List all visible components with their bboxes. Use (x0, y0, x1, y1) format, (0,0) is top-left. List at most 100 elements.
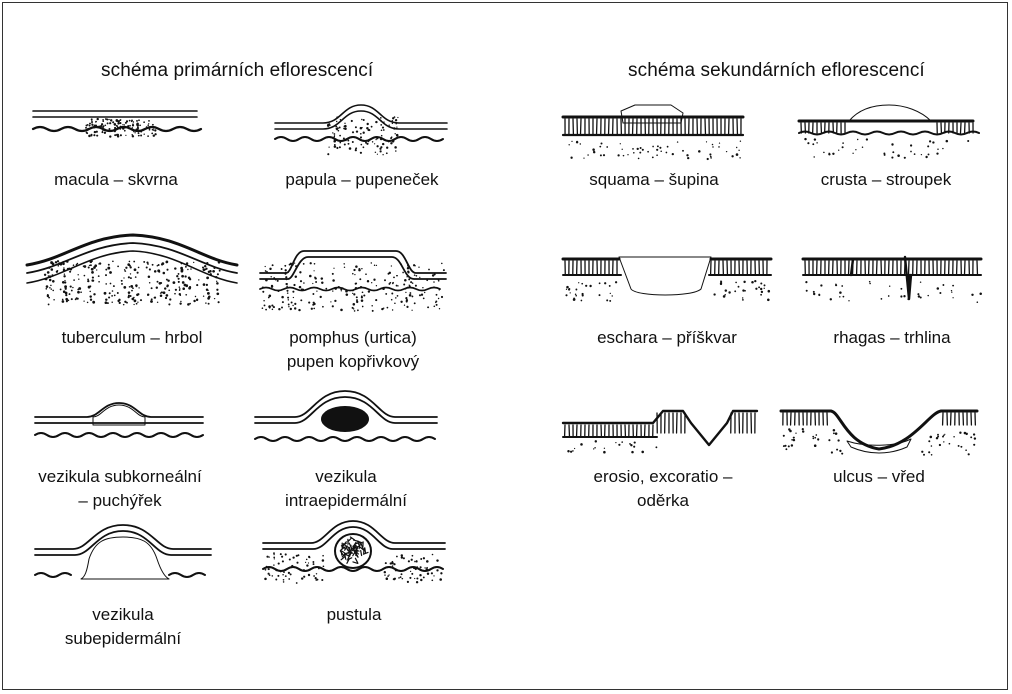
stipple-dot (108, 296, 110, 298)
macula-diagram (31, 105, 201, 145)
stipple-dot (813, 156, 814, 157)
stipple-dot (419, 277, 420, 278)
stipple-dot (565, 294, 567, 296)
stipple-dot (416, 581, 418, 583)
stipple-dot (123, 277, 124, 278)
stipple-dot (344, 126, 346, 128)
stipple-dot (609, 285, 611, 287)
stipple-dot (344, 267, 345, 268)
stipple-dot (401, 554, 403, 556)
stipple-dot (46, 285, 49, 288)
stipple-dot (371, 282, 372, 283)
stipple-dot (148, 123, 149, 124)
stipple-dot (98, 126, 100, 128)
stipple-dot (268, 568, 270, 570)
caption-line: pomphus (urtica) (258, 326, 448, 350)
stipple-dot (266, 556, 268, 558)
stipple-dot (72, 287, 73, 288)
stipple-dot (857, 139, 858, 140)
stipple-dot (338, 130, 340, 132)
tuberculum-diagram (25, 231, 239, 311)
stipple-dot (767, 299, 770, 302)
stipple-dot (77, 274, 78, 275)
stipple-dot (91, 279, 93, 281)
stipple-dot (918, 295, 920, 297)
stipple-dot (807, 142, 809, 144)
stipple-dot (128, 128, 129, 129)
stipple-dot (51, 268, 54, 271)
stipple-dot (105, 274, 107, 276)
stipple-dot (939, 444, 941, 446)
stipple-dot (575, 294, 577, 296)
stipple-dot (354, 310, 356, 312)
stipple-dot (424, 567, 425, 568)
stipple-dot (812, 143, 814, 145)
stipple-dot (58, 265, 60, 267)
stipple-dot (149, 129, 151, 131)
stipple-dot (148, 275, 151, 278)
stipple-dot (114, 127, 116, 129)
stipple-dot (667, 146, 669, 148)
stipple-dot (110, 283, 112, 285)
stipple-dot (94, 264, 97, 267)
pustula-caption: pustula (261, 603, 447, 627)
stipple-dot (264, 578, 267, 581)
stipple-dot (835, 432, 838, 435)
stipple-dot (709, 153, 711, 155)
stipple-dot (743, 281, 745, 283)
stipple-dot (438, 298, 439, 299)
stipple-dot (136, 286, 138, 288)
stipple-dot (891, 143, 893, 145)
stipple-dot (687, 157, 689, 159)
ulcus-diagram (779, 405, 979, 465)
stipple-dot (360, 286, 362, 288)
stipple-dot (120, 126, 122, 128)
stipple-dot (394, 303, 396, 305)
stipple-dot (105, 301, 108, 304)
stipple-dot (383, 121, 384, 122)
stipple-dot (140, 131, 141, 132)
stipple-dot (282, 574, 283, 575)
stipple-dot (96, 135, 98, 137)
stipple-dot (165, 297, 167, 299)
stipple-dot (907, 298, 909, 300)
stipple-dot (148, 120, 150, 122)
stipple-dot (910, 151, 912, 153)
stipple-dot (884, 154, 886, 156)
stipple-dot (184, 275, 186, 277)
stipple-dot (397, 117, 398, 118)
stipple-dot (302, 289, 304, 291)
stipple-dot (335, 126, 337, 128)
stipple-dot (751, 281, 754, 284)
stipple-dot (186, 262, 188, 264)
stipple-dot (638, 158, 640, 160)
stipple-dot (91, 260, 93, 262)
stipple-dot (182, 281, 185, 284)
stipple-dot (392, 123, 393, 124)
stipple-dot (389, 125, 390, 126)
stipple-dot (931, 454, 933, 456)
stipple-dot (107, 122, 109, 124)
stipple-dot (409, 577, 411, 579)
stipple-dot (570, 451, 572, 453)
stipple-dot (742, 299, 744, 301)
stipple-dot (433, 281, 435, 283)
stipple-dot (739, 157, 740, 158)
stipple-dot (101, 123, 103, 125)
stipple-dot (196, 299, 198, 301)
stipple-dot (937, 287, 940, 290)
stipple-dot (130, 266, 132, 268)
stipple-dot (120, 134, 122, 136)
stipple-dot (382, 127, 384, 129)
stipple-dot (971, 294, 973, 296)
stipple-dot (299, 271, 301, 273)
stipple-dot (295, 265, 297, 267)
stipple-dot (275, 569, 277, 571)
stipple-dot (393, 579, 394, 580)
stipple-dot (724, 294, 726, 296)
stipple-dot (320, 296, 322, 298)
stipple-dot (146, 262, 148, 264)
stipple-dot (406, 300, 408, 302)
stipple-dot (306, 559, 308, 561)
stipple-dot (740, 141, 741, 142)
